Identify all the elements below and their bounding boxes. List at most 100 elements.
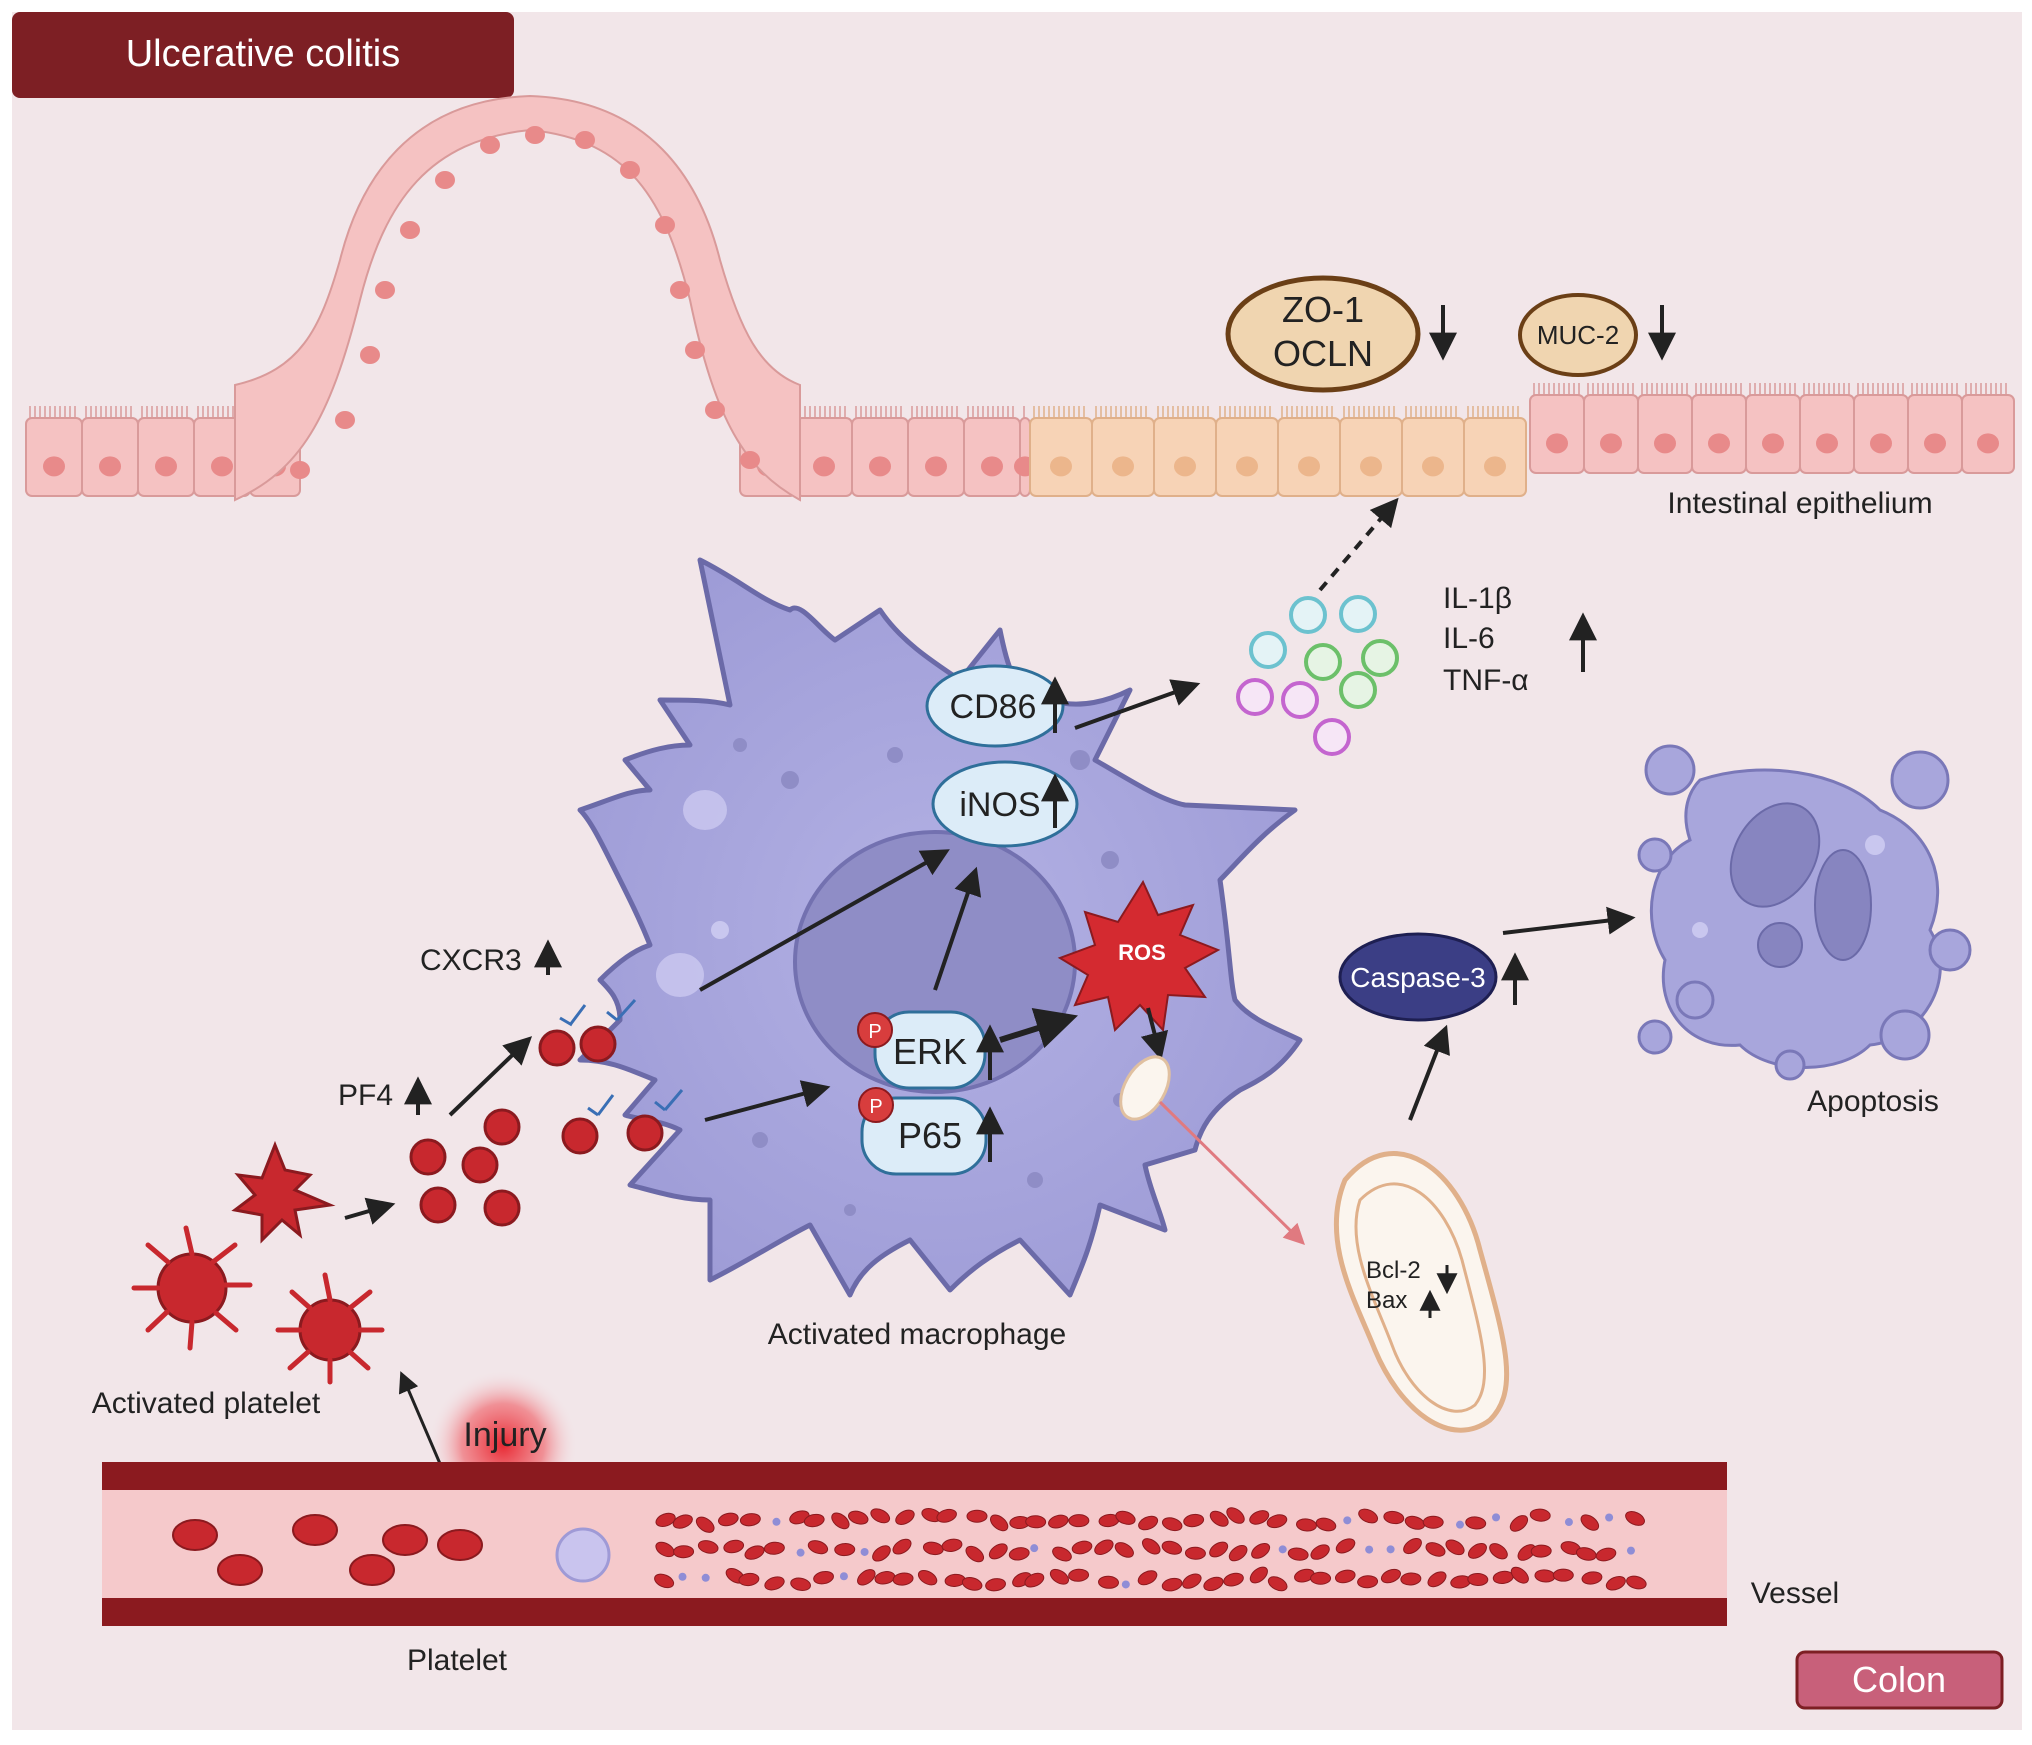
ros-to-mito-arrow [1140,1007,1169,1061]
red-blood-cell [1138,1515,1159,1531]
epithelial-cell-nucleus [99,456,121,477]
blood-vessel [102,1462,1727,1626]
pf4-granules [409,1025,664,1227]
resting-platelet [678,1572,687,1581]
label-il6: IL-6 [1443,622,1495,655]
red-blood-cell [1296,1518,1317,1532]
resting-platelet [772,1517,781,1526]
red-blood-cell [1203,1576,1224,1592]
mito-to-caspase-arrow [1408,1024,1450,1121]
red-blood-cell [1048,1514,1069,1529]
resting-platelet [860,1547,869,1556]
red-blood-cell [1422,1515,1444,1529]
epithelial-cell-nucleus [813,456,835,477]
label-cxcr3: CXCR3 [420,944,522,977]
red-blood-cell [655,1512,676,1527]
red-blood-cell [437,1529,483,1561]
red-blood-cell [1489,1543,1508,1560]
red-blood-cell [1595,1547,1617,1562]
label-bax: Bax [1366,1287,1407,1314]
red-blood-cell [1581,1571,1603,1585]
label-intestinal-epithelium: Intestinal epithelium [1667,487,1932,520]
label-platelet: Platelet [407,1644,508,1677]
erk-to-ros-arrow [999,1008,1079,1049]
title-box: Ulcerative colitis [12,12,514,98]
label-tnfa: TNF-α [1443,664,1529,697]
red-blood-cell [1161,1577,1183,1592]
red-blood-cell [1517,1544,1536,1561]
red-blood-cell [1465,1516,1487,1530]
label-colon: Colon [1852,1659,1946,1700]
villus-cell-nucleus [525,126,545,144]
epithelial-cell-nucleus [43,456,65,477]
red-blood-cell [1184,1546,1206,1560]
red-blood-cell [790,1577,811,1591]
red-blood-cell [1334,1569,1356,1584]
red-blood-cell [1467,1542,1487,1559]
epithelial-cell-nucleus [211,456,233,477]
damaged-epithelial-cell-nucleus [1236,456,1258,477]
cxcr3-receptors [559,998,684,1117]
red-blood-cell [1529,1508,1551,1522]
label-activated-platelet: Activated platelet [92,1387,321,1420]
epithelial-cell-nucleus [1708,433,1730,454]
resting-platelet [1365,1545,1374,1554]
red-blood-cell [1315,1517,1337,1532]
pf4-to-receptor-arrow [448,1036,533,1117]
red-blood-cell [697,1540,719,1554]
epithelial-cell-nucleus [1870,433,1892,454]
label-zo1: ZO-1 [1282,289,1364,330]
red-blood-cell [1052,1546,1072,1562]
label-muc2: MUC-2 [1537,320,1619,350]
pf4-label-group: PF4 [338,1076,432,1115]
red-blood-cell [922,1541,944,1556]
resting-platelet [1605,1513,1614,1522]
caspase3-marker: Caspase-3 [1338,932,1529,1022]
villus-cell-nucleus [575,131,595,149]
receptor-to-inos-arrow [699,849,950,992]
epithelial-cell-nucleus [1816,433,1838,454]
label-apoptosis: Apoptosis [1807,1085,1939,1118]
red-blood-cell [1335,1538,1356,1554]
red-blood-cell [763,1541,785,1555]
red-blood-cell [1383,1510,1405,1525]
receptor-to-p65-arrow [704,1080,831,1122]
small-mitochondrion [1119,1055,1171,1121]
red-blood-cell [1161,1540,1183,1555]
apoptotic-cell [1637,744,1972,1081]
red-blood-cell [349,1554,395,1586]
red-blood-cell [1025,1515,1047,1529]
cxcr3-label-group: CXCR3 [420,939,562,977]
red-blood-cell [917,1569,938,1586]
resting-platelet [1121,1580,1130,1589]
red-blood-cell [831,1512,850,1530]
red-blood-cell [739,1513,761,1527]
red-blood-cell [1404,1515,1426,1530]
red-blood-cell [941,1538,963,1552]
red-blood-cell [1403,1537,1422,1555]
red-blood-cell [848,1510,869,1525]
resting-platelet [796,1548,805,1557]
mito-to-large-mito-arrow [1158,1100,1305,1245]
resting-platelet [701,1573,710,1582]
label-cd86: CD86 [950,688,1037,726]
red-blood-cell [1183,1513,1205,1528]
villus-cell-nucleus [290,461,310,479]
red-blood-cell [1605,1576,1626,1591]
red-blood-cell [1226,1507,1245,1524]
red-blood-cell [1625,1511,1645,1526]
red-blood-cell [1530,1544,1552,1558]
villus-cell-nucleus [685,341,705,359]
label-bcl2: Bcl-2 [1366,1257,1421,1284]
red-blood-cell [874,1571,896,1585]
red-blood-cell [892,1572,914,1586]
villus-cell-nucleus [655,216,675,234]
red-blood-cell [1008,1547,1030,1561]
villus-cell-nucleus [360,346,380,364]
red-blood-cell [807,1540,829,1555]
inos-marker: iNOS [931,760,1079,848]
resting-platelet [1492,1513,1501,1522]
red-blood-cell [1267,1576,1288,1592]
